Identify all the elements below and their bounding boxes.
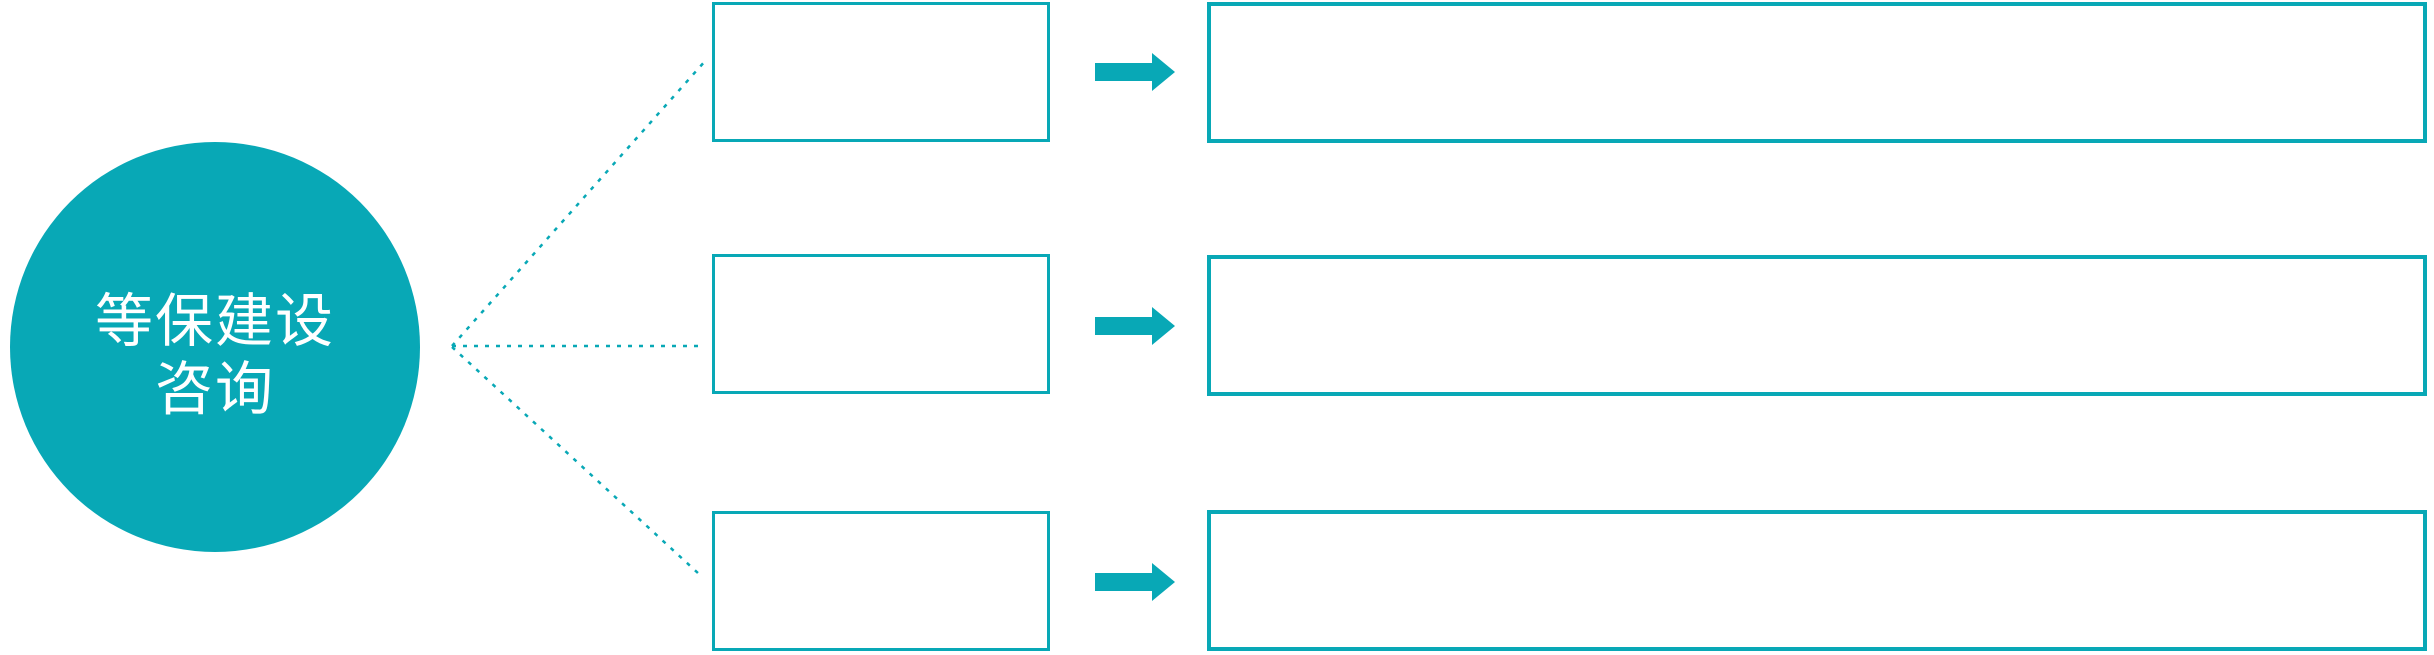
dotted-connector-bottom-icon [451,346,700,575]
step-box-2 [712,254,1050,394]
step-box-1-label [715,5,1047,139]
right-arrow-icon [1095,53,1175,91]
right-arrow-icon [1095,307,1175,345]
topic-circle-label-line2: 咨询 [154,357,275,422]
description-box-3 [1207,510,2427,651]
step-box-3-label [715,514,1047,648]
description-box-1 [1207,2,2427,143]
description-box-3-label [1211,514,2423,647]
topic-circle-label-line1: 等保建设 [94,289,335,354]
step-box-2-label [715,257,1047,391]
description-box-1-label [1211,6,2423,139]
step-box-1 [712,2,1050,142]
right-arrow-icon [1095,563,1175,601]
topic-circle: 等保建设 咨询 [10,142,420,552]
description-box-2 [1207,255,2427,396]
step-box-3 [712,511,1050,651]
description-box-2-label [1211,259,2423,392]
dotted-connector-top-icon [451,59,707,347]
